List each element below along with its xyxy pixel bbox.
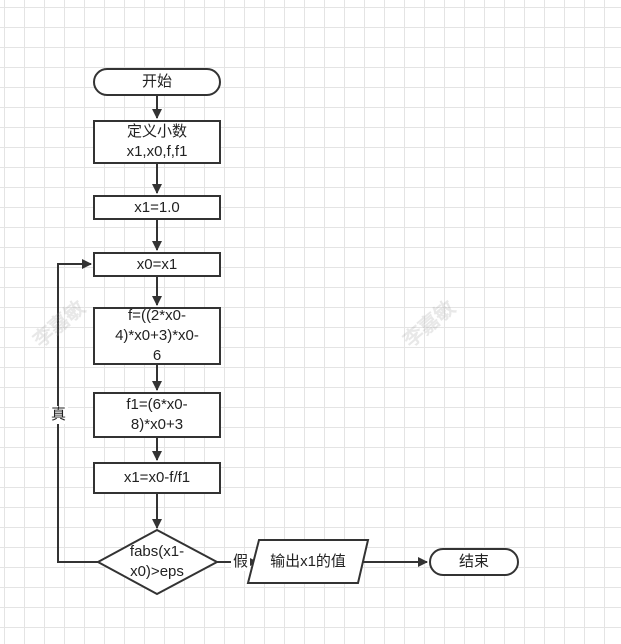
start-label: 开始 — [141, 73, 172, 90]
end-terminal: 结束 — [429, 548, 519, 576]
decision-diamond — [95, 528, 220, 596]
output-parallelogram — [246, 539, 370, 584]
update-x1-box: x1=x0-f/f1 — [93, 462, 221, 494]
assign-x0-box: x0=x1 — [93, 252, 221, 277]
calc-f1-label: f1=(6*x0- 8)*x0+3 — [126, 396, 188, 433]
condition-label: fabs(x1- x0)>eps — [129, 543, 185, 580]
declare-label: 定义小数 x1,x0,f,f1 — [126, 123, 188, 160]
output-text: 输出x1的值 — [258, 540, 358, 583]
output-label: 输出x1的值 — [270, 552, 346, 570]
assign-label: x0=x1 — [136, 255, 178, 273]
declare-variables-box: 定义小数 x1,x0,f,f1 — [93, 120, 221, 164]
true-branch-label: 真 — [49, 406, 69, 424]
init-x1-box: x1=1.0 — [93, 195, 221, 220]
init-label: x1=1.0 — [134, 198, 180, 216]
start-terminal: 开始 — [93, 68, 221, 96]
condition-text: fabs(x1- x0)>eps — [108, 540, 206, 584]
calc-f-label: f=((2*x0- 4)*x0+3)*x0- 6 — [115, 307, 199, 364]
calc-f-box: f=((2*x0- 4)*x0+3)*x0- 6 — [93, 307, 221, 365]
update-label: x1=x0-f/f1 — [123, 469, 191, 486]
false-branch-label: 假 — [231, 553, 251, 571]
end-label: 结束 — [458, 553, 489, 570]
calc-f1-box: f1=(6*x0- 8)*x0+3 — [93, 392, 221, 438]
